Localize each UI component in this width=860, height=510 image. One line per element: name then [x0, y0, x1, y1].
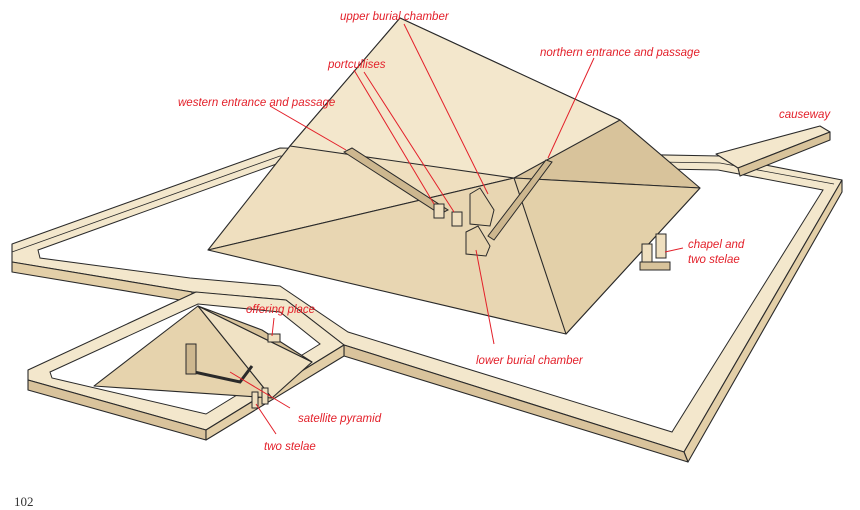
label-offering-place: offering place	[246, 304, 315, 316]
causeway	[715, 125, 831, 177]
label-chapel-line2: two stelae	[688, 254, 740, 266]
leader-lines	[229, 23, 684, 435]
label-northern-entrance: northern entrance and passage	[540, 47, 700, 59]
label-upper-burial-chamber: upper burial chamber	[340, 11, 450, 23]
satellite-pyramid	[93, 305, 313, 409]
label-portcullises: portcullises	[327, 59, 386, 71]
main-pyramid	[207, 17, 701, 335]
label-chapel-line1: chapel and	[688, 239, 745, 251]
label-western-entrance: western entrance and passage	[178, 97, 335, 109]
label-lower-burial-chamber: lower burial chamber	[476, 355, 584, 367]
label-two-stelae: two stelae	[264, 441, 316, 453]
chapel	[639, 233, 671, 271]
labels: upper burial chamber portcullises northe…	[178, 11, 831, 453]
label-satellite-pyramid: satellite pyramid	[298, 413, 382, 425]
page-number: 102	[14, 494, 34, 509]
label-causeway: causeway	[779, 109, 831, 121]
